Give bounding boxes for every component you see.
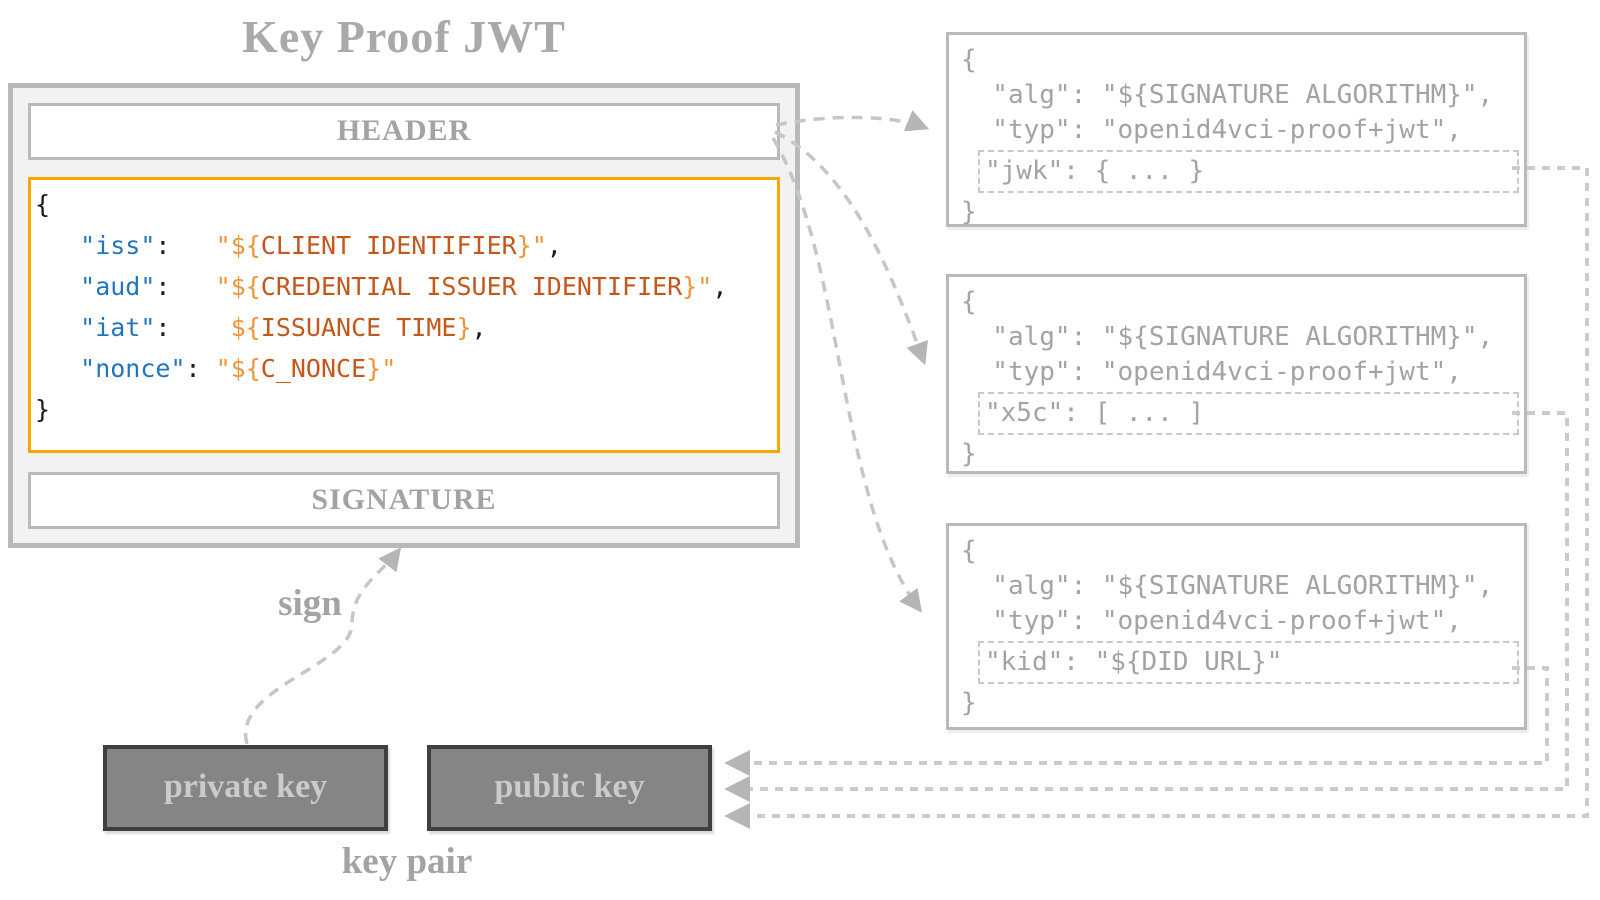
payload-close-brace: } bbox=[35, 395, 51, 424]
diagram-title: Key Proof JWT bbox=[242, 11, 566, 62]
header-variant-box-jwk: { "alg": "${SIGNATURE ALGORITHM}", "typ"… bbox=[946, 32, 1527, 227]
header-variant-box-kid: { "alg": "${SIGNATURE ALGORITHM}", "typ"… bbox=[946, 523, 1527, 730]
variant-highlight-line-x5c: "x5c": [ ... ] bbox=[985, 398, 1205, 428]
jwt-payload-section: { "iss": "${CLIENT IDENTIFIER}", "aud": … bbox=[28, 177, 780, 453]
payload-open-brace: { bbox=[35, 190, 51, 219]
header-variant-box-x5c: { "alg": "${SIGNATURE ALGORITHM}", "typ"… bbox=[946, 274, 1527, 474]
variant-close-brace: } bbox=[961, 688, 977, 718]
public-key-box: public key bbox=[427, 745, 712, 831]
sign-label: sign bbox=[278, 583, 342, 624]
variant-highlight-line-kid: "kid": "${DID URL}" bbox=[985, 647, 1283, 677]
jwt-header-section: HEADER bbox=[28, 103, 780, 160]
variant-close-brace: } bbox=[961, 197, 977, 227]
header-variant-code: { "alg": "${SIGNATURE ALGORITHM}", "typ"… bbox=[949, 35, 1524, 230]
payload-entry-nonce: "nonce": "${C_NONCE}" bbox=[80, 354, 397, 383]
variant-highlight-line-jwk: "jwk": { ... } bbox=[985, 156, 1205, 186]
payload-entry-aud: "aud": "${CREDENTIAL ISSUER IDENTIFIER}"… bbox=[80, 272, 728, 301]
payload-entry-iss: "iss": "${CLIENT IDENTIFIER}", bbox=[80, 231, 562, 260]
payload-entries: "iss": "${CLIENT IDENTIFIER}", "aud": "$… bbox=[35, 225, 727, 389]
variant-highlight-rect: "x5c": [ ... ] bbox=[978, 392, 1519, 435]
variant-typ-line: "typ": "openid4vci-proof+jwt", bbox=[961, 606, 1462, 636]
variant-alg-line: "alg": "${SIGNATURE ALGORITHM}", bbox=[961, 80, 1494, 110]
key-pair-label: key pair bbox=[341, 841, 473, 882]
variant-open-brace: { bbox=[961, 287, 977, 317]
variant-alg-line: "alg": "${SIGNATURE ALGORITHM}", bbox=[961, 322, 1494, 352]
payload-entry-iat: "iat": ${ISSUANCE TIME}, bbox=[80, 313, 487, 342]
jwt-payload-code: { "iss": "${CLIENT IDENTIFIER}", "aud": … bbox=[35, 184, 727, 430]
variant-typ-line: "typ": "openid4vci-proof+jwt", bbox=[961, 115, 1462, 145]
variant-alg-line: "alg": "${SIGNATURE ALGORITHM}", bbox=[961, 571, 1494, 601]
variant-highlight-rect: "kid": "${DID URL}" bbox=[978, 641, 1519, 684]
variant-open-brace: { bbox=[961, 45, 977, 75]
header-variant-code: { "alg": "${SIGNATURE ALGORITHM}", "typ"… bbox=[949, 526, 1524, 721]
variant-highlight-rect: "jwk": { ... } bbox=[978, 150, 1519, 193]
arrow-private-key-sign bbox=[243, 547, 402, 745]
header-variant-code: { "alg": "${SIGNATURE ALGORITHM}", "typ"… bbox=[949, 277, 1524, 472]
variant-open-brace: { bbox=[961, 536, 977, 566]
variant-close-brace: } bbox=[961, 439, 977, 469]
jwt-structure-box: HEADER { "iss": "${CLIENT IDENTIFIER}", … bbox=[8, 83, 800, 548]
jwt-signature-section: SIGNATURE bbox=[28, 472, 780, 529]
private-key-box: private key bbox=[103, 745, 388, 831]
variant-typ-line: "typ": "openid4vci-proof+jwt", bbox=[961, 357, 1462, 387]
